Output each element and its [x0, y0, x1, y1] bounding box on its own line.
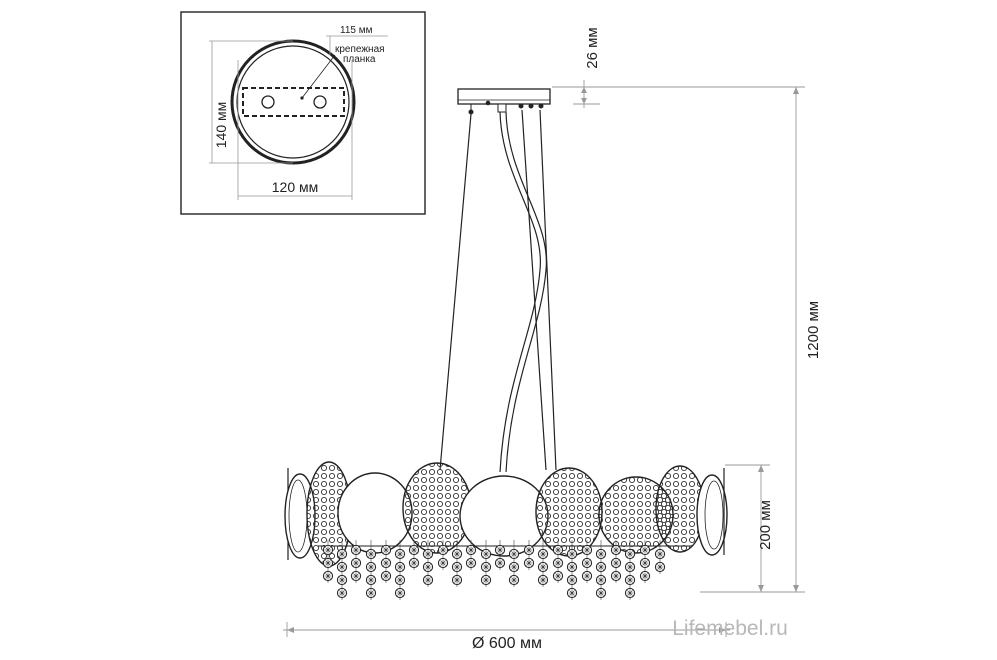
crystal-facets [539, 563, 547, 571]
crystal-facets [367, 576, 375, 584]
mounting-plate-icon [230, 39, 356, 165]
inset-height-label: 140 мм [213, 102, 229, 149]
crystal-facets [568, 563, 576, 571]
crystal-facets [424, 550, 432, 558]
crystal-facets [626, 589, 634, 597]
crystal-facets [597, 589, 605, 597]
canopy [457, 88, 551, 115]
crystal-facets [641, 572, 649, 580]
crystal-facets [367, 563, 375, 571]
dimension-arrows [287, 87, 799, 633]
crystal-facets [612, 559, 620, 567]
crystal-facets [467, 546, 475, 554]
canopy-height-label: 26 мм [584, 27, 601, 68]
crystal-facets [626, 563, 634, 571]
crystal-facets [338, 589, 346, 597]
crystal-facets [424, 563, 432, 571]
crystal-facets [496, 546, 504, 554]
plate-note-line2: планка [343, 54, 376, 65]
inset-width-label: 120 мм [272, 179, 319, 195]
crystal-facets [641, 559, 649, 567]
crystal-facets [382, 572, 390, 580]
crystal-facets [352, 559, 360, 567]
body-height-label: 200 мм [757, 500, 774, 550]
crystal-facets [324, 572, 332, 580]
crystal-facets [467, 559, 475, 567]
crystal-facets [626, 576, 634, 584]
crystal-facets [510, 550, 518, 558]
crystal-facets [482, 563, 490, 571]
crystal-facets [597, 550, 605, 558]
crystal-facets [352, 546, 360, 554]
crystal-facets [539, 576, 547, 584]
crystal-facets [554, 572, 562, 580]
crystal-facets [410, 559, 418, 567]
crystal-facets [656, 563, 664, 571]
crystal-facets [612, 546, 620, 554]
crystal-facets [510, 563, 518, 571]
inset-dimension-lines [209, 35, 388, 200]
crystal-facets [324, 559, 332, 567]
crystal-pendants [322, 540, 666, 600]
suspension-cables [439, 109, 557, 473]
crystal-facets [382, 559, 390, 567]
crystal-facets [496, 559, 504, 567]
plate-note-line1: крепежная [335, 44, 385, 55]
crystal-facets [396, 563, 404, 571]
diameter-label: Ø 600 мм [472, 635, 542, 652]
crystal-facets [597, 563, 605, 571]
crystal-facets [396, 576, 404, 584]
crystal-facets [424, 576, 432, 584]
watermark-text: Lifemebel.ru [672, 617, 788, 640]
crystal-facets [568, 589, 576, 597]
inset-panel: 115 мм крепежная планка 140 мм 120 мм [180, 11, 426, 215]
inset-frame [180, 11, 426, 215]
crystal-facets [382, 546, 390, 554]
crystal-facets [568, 576, 576, 584]
crystal-facets [525, 559, 533, 567]
crystal-facets [539, 550, 547, 558]
chandelier-drawing [284, 88, 728, 600]
crystal-facets [583, 559, 591, 567]
crystal-facets [626, 550, 634, 558]
crystal-facets [410, 546, 418, 554]
crystal-facets [396, 550, 404, 558]
crystal-facets [554, 546, 562, 554]
crystal-facets [482, 550, 490, 558]
crystal-facets [510, 576, 518, 584]
plate-width-label: 115 мм [340, 25, 373, 36]
crystal-facets [439, 559, 447, 567]
crystal-facets [525, 546, 533, 554]
crystal-facets [367, 550, 375, 558]
crystal-facets [324, 546, 332, 554]
crystal-facets [338, 563, 346, 571]
crystal-facets [439, 546, 447, 554]
crystal-facets [338, 576, 346, 584]
crystal-facets [597, 576, 605, 584]
crystal-facets [338, 550, 346, 558]
crystal-facets [656, 550, 664, 558]
crystal-facets [453, 550, 461, 558]
crystal-facets [568, 550, 576, 558]
crystal-facets [583, 572, 591, 580]
crystal-facets [352, 572, 360, 580]
crystal-facets [612, 572, 620, 580]
disc-ring [284, 461, 728, 567]
crystal-facets [396, 589, 404, 597]
crystal-facets [554, 559, 562, 567]
crystal-facets [583, 546, 591, 554]
crystal-facets [367, 589, 375, 597]
crystal-facets [453, 563, 461, 571]
crystal-facets [453, 576, 461, 584]
crystal-facets [641, 546, 649, 554]
crystal-facets [482, 576, 490, 584]
total-height-label: 1200 мм [805, 301, 822, 359]
